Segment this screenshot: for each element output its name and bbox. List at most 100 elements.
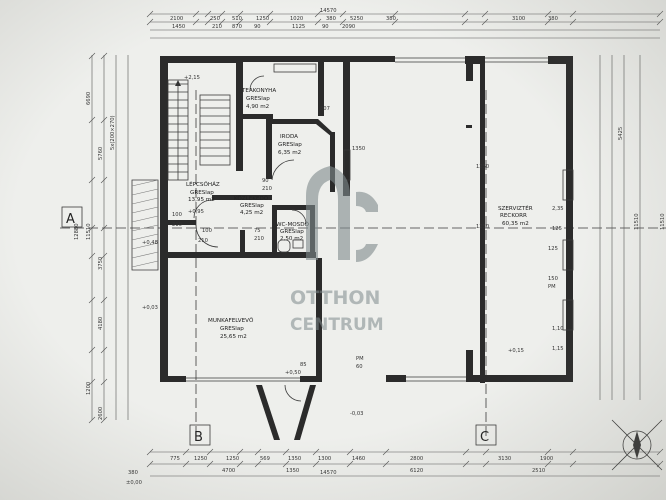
tick-bot2-7 — [346, 460, 354, 468]
tick-top2-11 — [544, 18, 552, 26]
room-labels: TEAKONYHA GRESlap 4,90 m2 IRODA GRESlap … — [186, 88, 533, 340]
dim-bot1-3: 569 — [260, 456, 270, 462]
tick-bot2-12 — [569, 460, 577, 468]
tick-left2-7 — [100, 378, 108, 386]
svg-text:60,35 m2: 60,35 m2 — [502, 221, 529, 227]
left-dimensions: 6690 5760 5x(200×270) 12880 11510 3750 4… — [74, 52, 129, 424]
dim-left-2: 5760 — [98, 147, 104, 160]
level-3: +0,48 — [142, 240, 158, 246]
tick-left-1 — [88, 116, 96, 124]
tick-left-8 — [88, 416, 96, 424]
dim-top1-9: 380 — [548, 16, 558, 22]
svg-text:GRESlap: GRESlap — [278, 142, 302, 148]
dim-inner-9: 1350 — [352, 146, 365, 152]
level-8: ±0,00 — [126, 480, 142, 486]
tick-bot-13 — [656, 448, 664, 456]
dim-right-2: 11510 — [634, 213, 640, 230]
tick-top2-13 — [656, 18, 664, 26]
tick-top-13 — [656, 10, 664, 18]
tick-bot2-10 — [482, 460, 490, 468]
dim-top1-5: 380 — [326, 16, 336, 22]
tick-top-4 — [236, 10, 244, 18]
dim-top-overall: 14570 — [320, 8, 337, 14]
tick-top-2 — [204, 10, 212, 18]
tick-left2-2 — [100, 176, 108, 184]
dim-bot1-0: 775 — [170, 456, 180, 462]
dim-inner-6: 100 — [202, 228, 212, 234]
dim-inner-5: 210 — [254, 236, 264, 242]
dim-top2-0: 1450 — [172, 24, 185, 30]
tick-top-7 — [339, 10, 347, 18]
inner-dimensions: 9021010021075210100210807135012501250PM6… — [172, 106, 564, 370]
dim-bottom-overall: 14570 — [320, 470, 337, 476]
svg-text:GRESlap: GRESlap — [246, 96, 270, 102]
dim-top2-5: 90 — [322, 24, 329, 30]
ramp-hatch-4 — [131, 215, 159, 223]
sink-icon — [292, 239, 304, 249]
tick-left-2 — [88, 176, 96, 184]
dim-bot1-9: 1900 — [540, 456, 553, 462]
axis-b-frame — [189, 424, 211, 446]
ramp-hatch-5 — [131, 224, 159, 232]
tick-left2-6 — [100, 346, 108, 354]
dim-top1-3: 1250 — [256, 16, 269, 22]
svg-text:2,50 m2: 2,50 m2 — [280, 236, 303, 242]
right-dimensions: 5425 11510 11510 — [599, 55, 666, 400]
svg-text:GRESlap: GRESlap — [190, 190, 214, 196]
tick-bot-10 — [482, 448, 490, 456]
level-6: -0,03 — [350, 411, 363, 417]
dim-top1-8: 3100 — [512, 16, 525, 22]
windows — [186, 57, 574, 382]
tick-bot2-8 — [382, 460, 390, 468]
tick-bot-0 — [146, 448, 154, 456]
tick-top2-0 — [146, 18, 154, 26]
svg-text:4,90 m2: 4,90 m2 — [246, 104, 269, 110]
tick-bot2-5 — [282, 460, 290, 468]
room-lepcsohaz: LÉPCSŐHÁZ GRESlap 13,95 m2 — [186, 180, 220, 203]
staircase — [167, 79, 231, 181]
ramp-hatch-2 — [131, 197, 159, 205]
dim-bot1-7: 2800 — [410, 456, 423, 462]
svg-text:SZERVIZTÉR: SZERVIZTÉR — [498, 204, 533, 212]
dim-left-5: 11510 — [86, 223, 92, 240]
dim-inner-21: 1,15 — [552, 346, 564, 352]
svg-text:TEAKONYHA: TEAKONYHA — [241, 88, 276, 94]
dim-top2-3: 90 — [254, 24, 261, 30]
room-munkafelvevo: MUNKAFELVEVŐ GRESlap 25,65 m2 — [208, 317, 254, 340]
dim-inner-15: PM — [548, 284, 556, 290]
tick-top-12 — [569, 10, 577, 18]
watermark-line2: CENTRUM — [290, 315, 384, 335]
tick-bot2-0 — [146, 460, 154, 468]
dim-top1-2: 510 — [232, 16, 242, 22]
dim-top2-2: 870 — [232, 24, 242, 30]
dim-inner-19: 125 — [552, 226, 562, 232]
ramp-hatch-6 — [131, 233, 159, 241]
dim-left-8: 1200 — [86, 382, 92, 395]
ramp-hatch-7 — [131, 242, 159, 250]
tick-top2-3 — [218, 18, 226, 26]
level-1: +2,15 — [184, 75, 200, 81]
dim-inner-2: 100 — [172, 212, 182, 218]
dim-inner-11: 1250 — [476, 224, 489, 230]
tick-bot-6 — [312, 448, 320, 456]
ramp-hatch-3 — [131, 206, 159, 214]
tick-left-6 — [88, 346, 96, 354]
svg-text:6,35 m2: 6,35 m2 — [278, 150, 301, 156]
room-iroda: IRODA GRESlap 6,35 m2 — [278, 134, 302, 156]
dim-bot1-5: 1300 — [318, 456, 331, 462]
tick-bot2-2 — [206, 460, 214, 468]
dim-top1-0: 2100 — [170, 16, 183, 22]
svg-text:GRESlap: GRESlap — [220, 326, 244, 332]
tick-bot2-9 — [462, 460, 470, 468]
room-szerviz: SZERVIZTÉR RECKORR 60,35 m2 — [498, 204, 533, 227]
svg-text:MUNKAFELVEVŐ: MUNKAFELVEVŐ — [208, 317, 254, 324]
tick-top-1 — [192, 10, 200, 18]
svg-text:WC-MOSDÓ: WC-MOSDÓ — [276, 221, 310, 228]
level-markers: +2,15 +0,95 +0,48 +0,03 +0,50 -0,03 +0,1… — [126, 75, 524, 486]
dim-inner-8: 807 — [320, 106, 330, 112]
dim-left-3: 5x(200×270) — [110, 115, 116, 150]
dim-top1-6: 5250 — [350, 16, 363, 22]
axis-c-frame — [475, 424, 497, 446]
